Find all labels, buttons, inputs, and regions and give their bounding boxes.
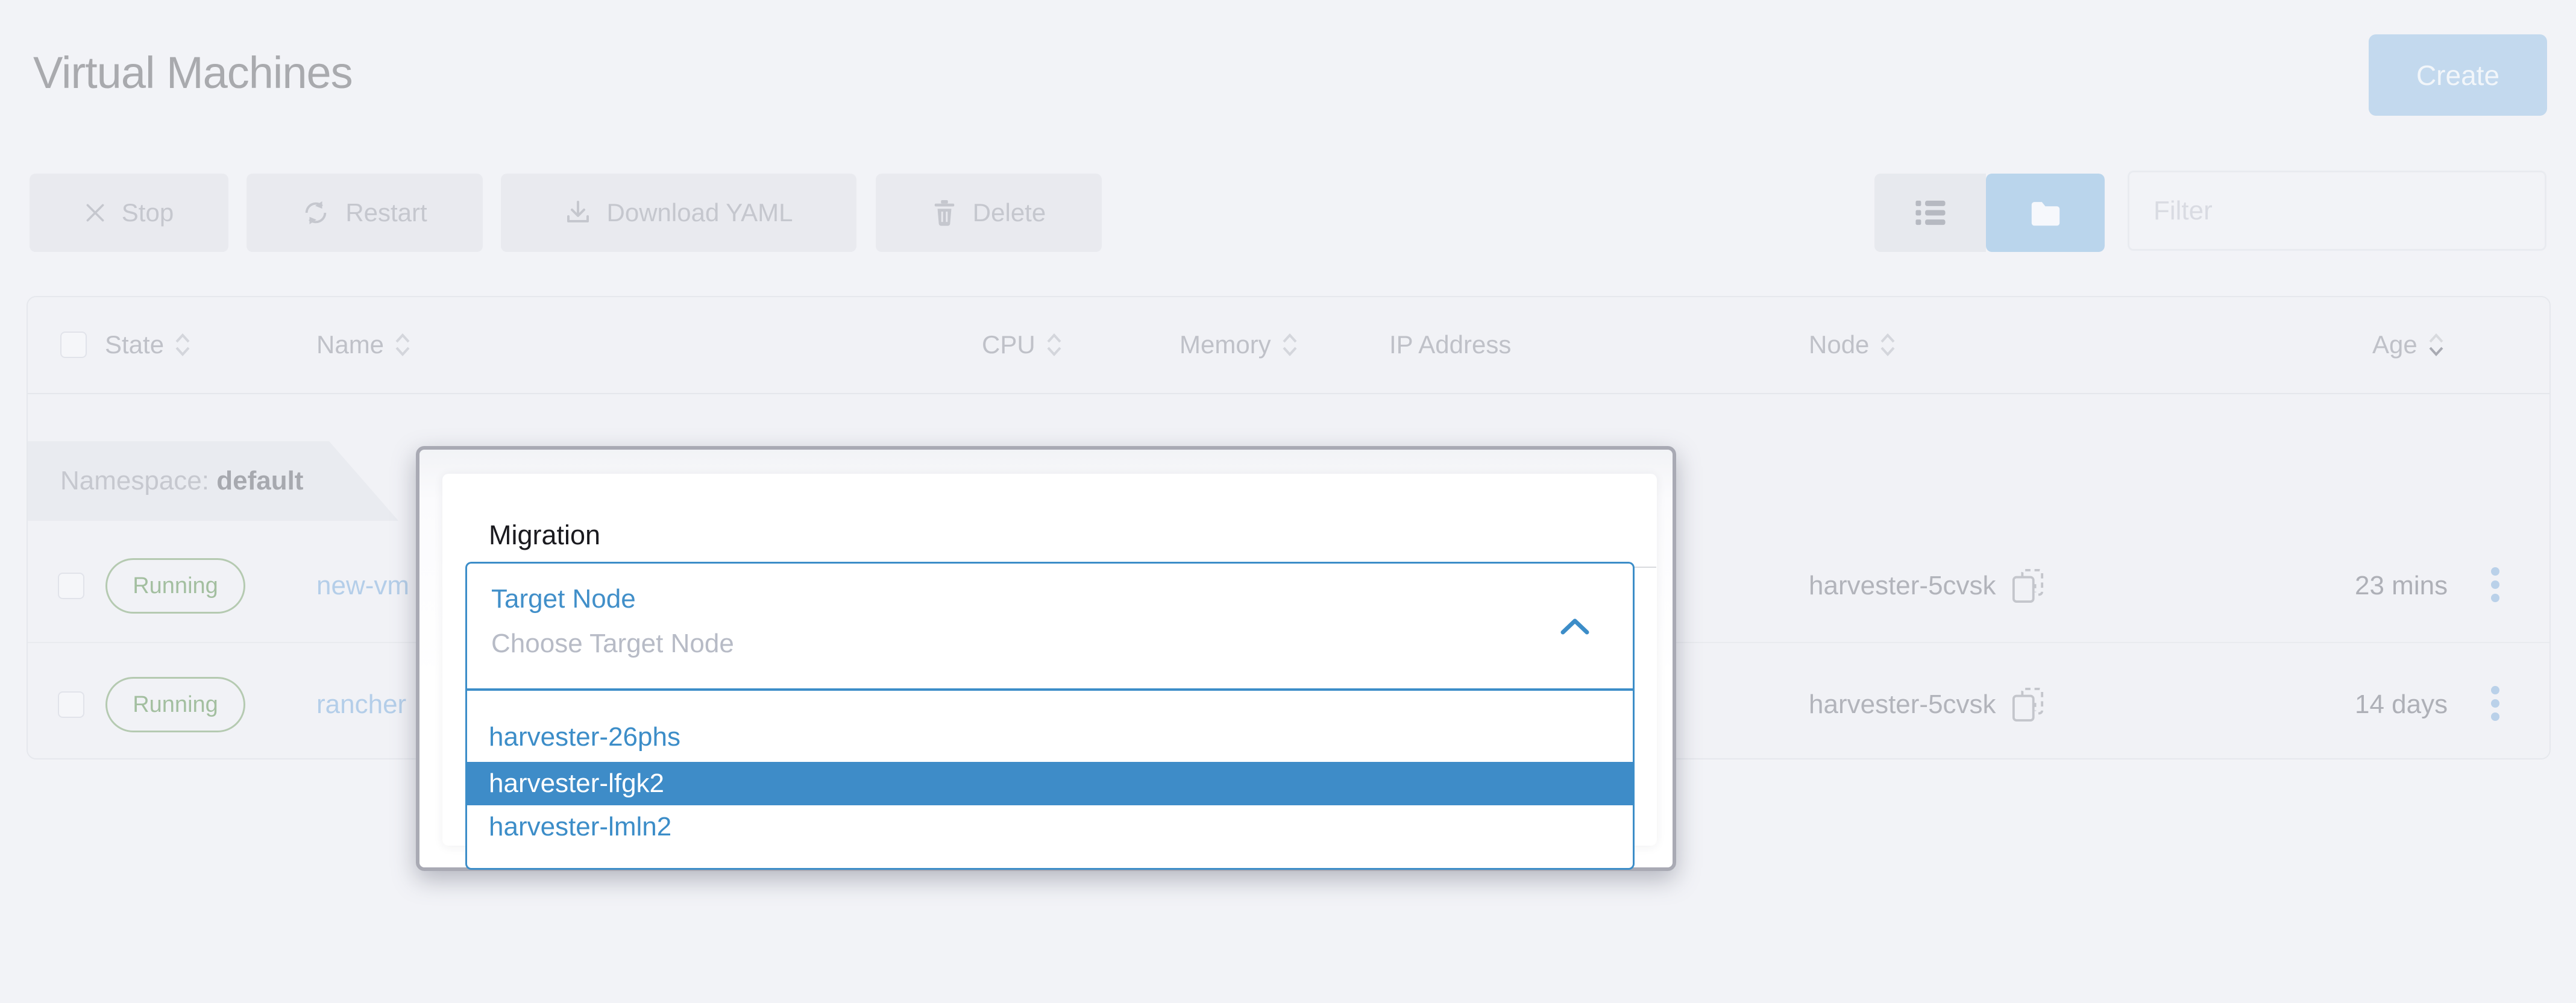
folder-icon bbox=[2031, 202, 2059, 226]
copy-icon[interactable] bbox=[2012, 687, 2044, 722]
filter-input[interactable] bbox=[2128, 171, 2546, 251]
column-label: State bbox=[105, 330, 165, 359]
x-icon bbox=[86, 204, 104, 222]
node-cell: harvester-5cvsk bbox=[1809, 677, 2044, 732]
page-title: Virtual Machines bbox=[33, 48, 353, 98]
download-icon bbox=[567, 201, 589, 222]
target-node-label: Target Node bbox=[491, 584, 636, 614]
view-toggle-namespace[interactable] bbox=[1986, 174, 2105, 252]
delete-button[interactable]: Delete bbox=[876, 174, 1102, 252]
download-yaml-label: Download YAML bbox=[606, 198, 793, 227]
column-label: IP Address bbox=[1389, 330, 1512, 359]
header-divider bbox=[28, 393, 2549, 394]
target-node-placeholder: Choose Target Node bbox=[491, 629, 734, 658]
migration-modal: Migration Target Node Choose Target Node… bbox=[416, 446, 1676, 871]
select-all-checkbox[interactable] bbox=[60, 332, 87, 358]
list-icon bbox=[1915, 200, 1946, 225]
vm-name-link[interactable]: new-vm bbox=[316, 571, 410, 600]
column-label: Name bbox=[316, 330, 385, 359]
column-header-memory[interactable]: Memory bbox=[1180, 325, 1299, 365]
column-header-cpu[interactable]: CPU bbox=[982, 325, 1063, 365]
namespace-value: default bbox=[216, 466, 304, 495]
stop-label: Stop bbox=[121, 198, 174, 227]
option-harvester-lmln2[interactable]: harvester-lmln2 bbox=[489, 812, 672, 841]
target-node-select[interactable]: Target Node Choose Target Node bbox=[465, 562, 1635, 691]
stop-button[interactable]: Stop bbox=[30, 174, 228, 252]
column-header-age[interactable]: Age bbox=[2372, 325, 2445, 365]
copy-icon[interactable] bbox=[2012, 568, 2044, 603]
sort-icon bbox=[395, 333, 410, 356]
column-header-name[interactable]: Name bbox=[316, 325, 412, 365]
node-name: harvester-5cvsk bbox=[1809, 571, 1996, 600]
column-header-node[interactable]: Node bbox=[1809, 325, 1897, 365]
option-harvester-26phs[interactable]: harvester-26phs bbox=[489, 722, 680, 752]
create-button[interactable]: Create bbox=[2369, 34, 2547, 116]
kebab-menu-icon[interactable] bbox=[2490, 567, 2500, 605]
chevron-up-icon bbox=[1560, 618, 1589, 635]
column-label: Memory bbox=[1180, 330, 1271, 359]
row-checkbox[interactable] bbox=[58, 691, 84, 718]
column-header-state[interactable]: State bbox=[105, 325, 192, 365]
option-harvester-lfgk2[interactable]: harvester-lfgk2 bbox=[467, 762, 1633, 805]
sort-icon bbox=[1880, 333, 1895, 356]
trash-icon bbox=[934, 200, 955, 226]
view-toggle bbox=[1874, 174, 2105, 252]
sort-icon bbox=[175, 333, 190, 356]
age-cell: 14 days bbox=[2355, 690, 2448, 719]
modal-title: Migration bbox=[489, 520, 601, 550]
status-badge: Running bbox=[105, 558, 245, 614]
kebab-menu-icon[interactable] bbox=[2490, 685, 2500, 724]
column-label: Age bbox=[2372, 330, 2417, 359]
namespace-group-header: Namespace: default bbox=[28, 441, 398, 521]
refresh-icon bbox=[306, 201, 327, 225]
column-label: CPU bbox=[982, 330, 1035, 359]
column-label: Node bbox=[1809, 330, 1870, 359]
row-checkbox[interactable] bbox=[58, 573, 84, 599]
sort-desc-icon bbox=[2429, 333, 2443, 356]
status-badge: Running bbox=[105, 677, 245, 732]
vm-name-link[interactable]: rancher bbox=[316, 690, 407, 719]
restart-label: Restart bbox=[345, 198, 427, 227]
node-name: harvester-5cvsk bbox=[1809, 690, 1996, 719]
target-node-options: harvester-26phs harvester-lfgk2 harveste… bbox=[465, 691, 1635, 870]
restart-button[interactable]: Restart bbox=[247, 174, 483, 252]
download-yaml-button[interactable]: Download YAML bbox=[501, 174, 856, 252]
sort-icon bbox=[1047, 333, 1061, 356]
view-toggle-list[interactable] bbox=[1874, 174, 1986, 252]
namespace-label: Namespace: bbox=[60, 466, 217, 495]
age-cell: 23 mins bbox=[2355, 571, 2448, 600]
delete-label: Delete bbox=[972, 198, 1046, 227]
node-cell: harvester-5cvsk bbox=[1809, 558, 2044, 614]
sort-icon bbox=[1283, 333, 1297, 356]
column-header-ip-address: IP Address bbox=[1389, 325, 1511, 365]
